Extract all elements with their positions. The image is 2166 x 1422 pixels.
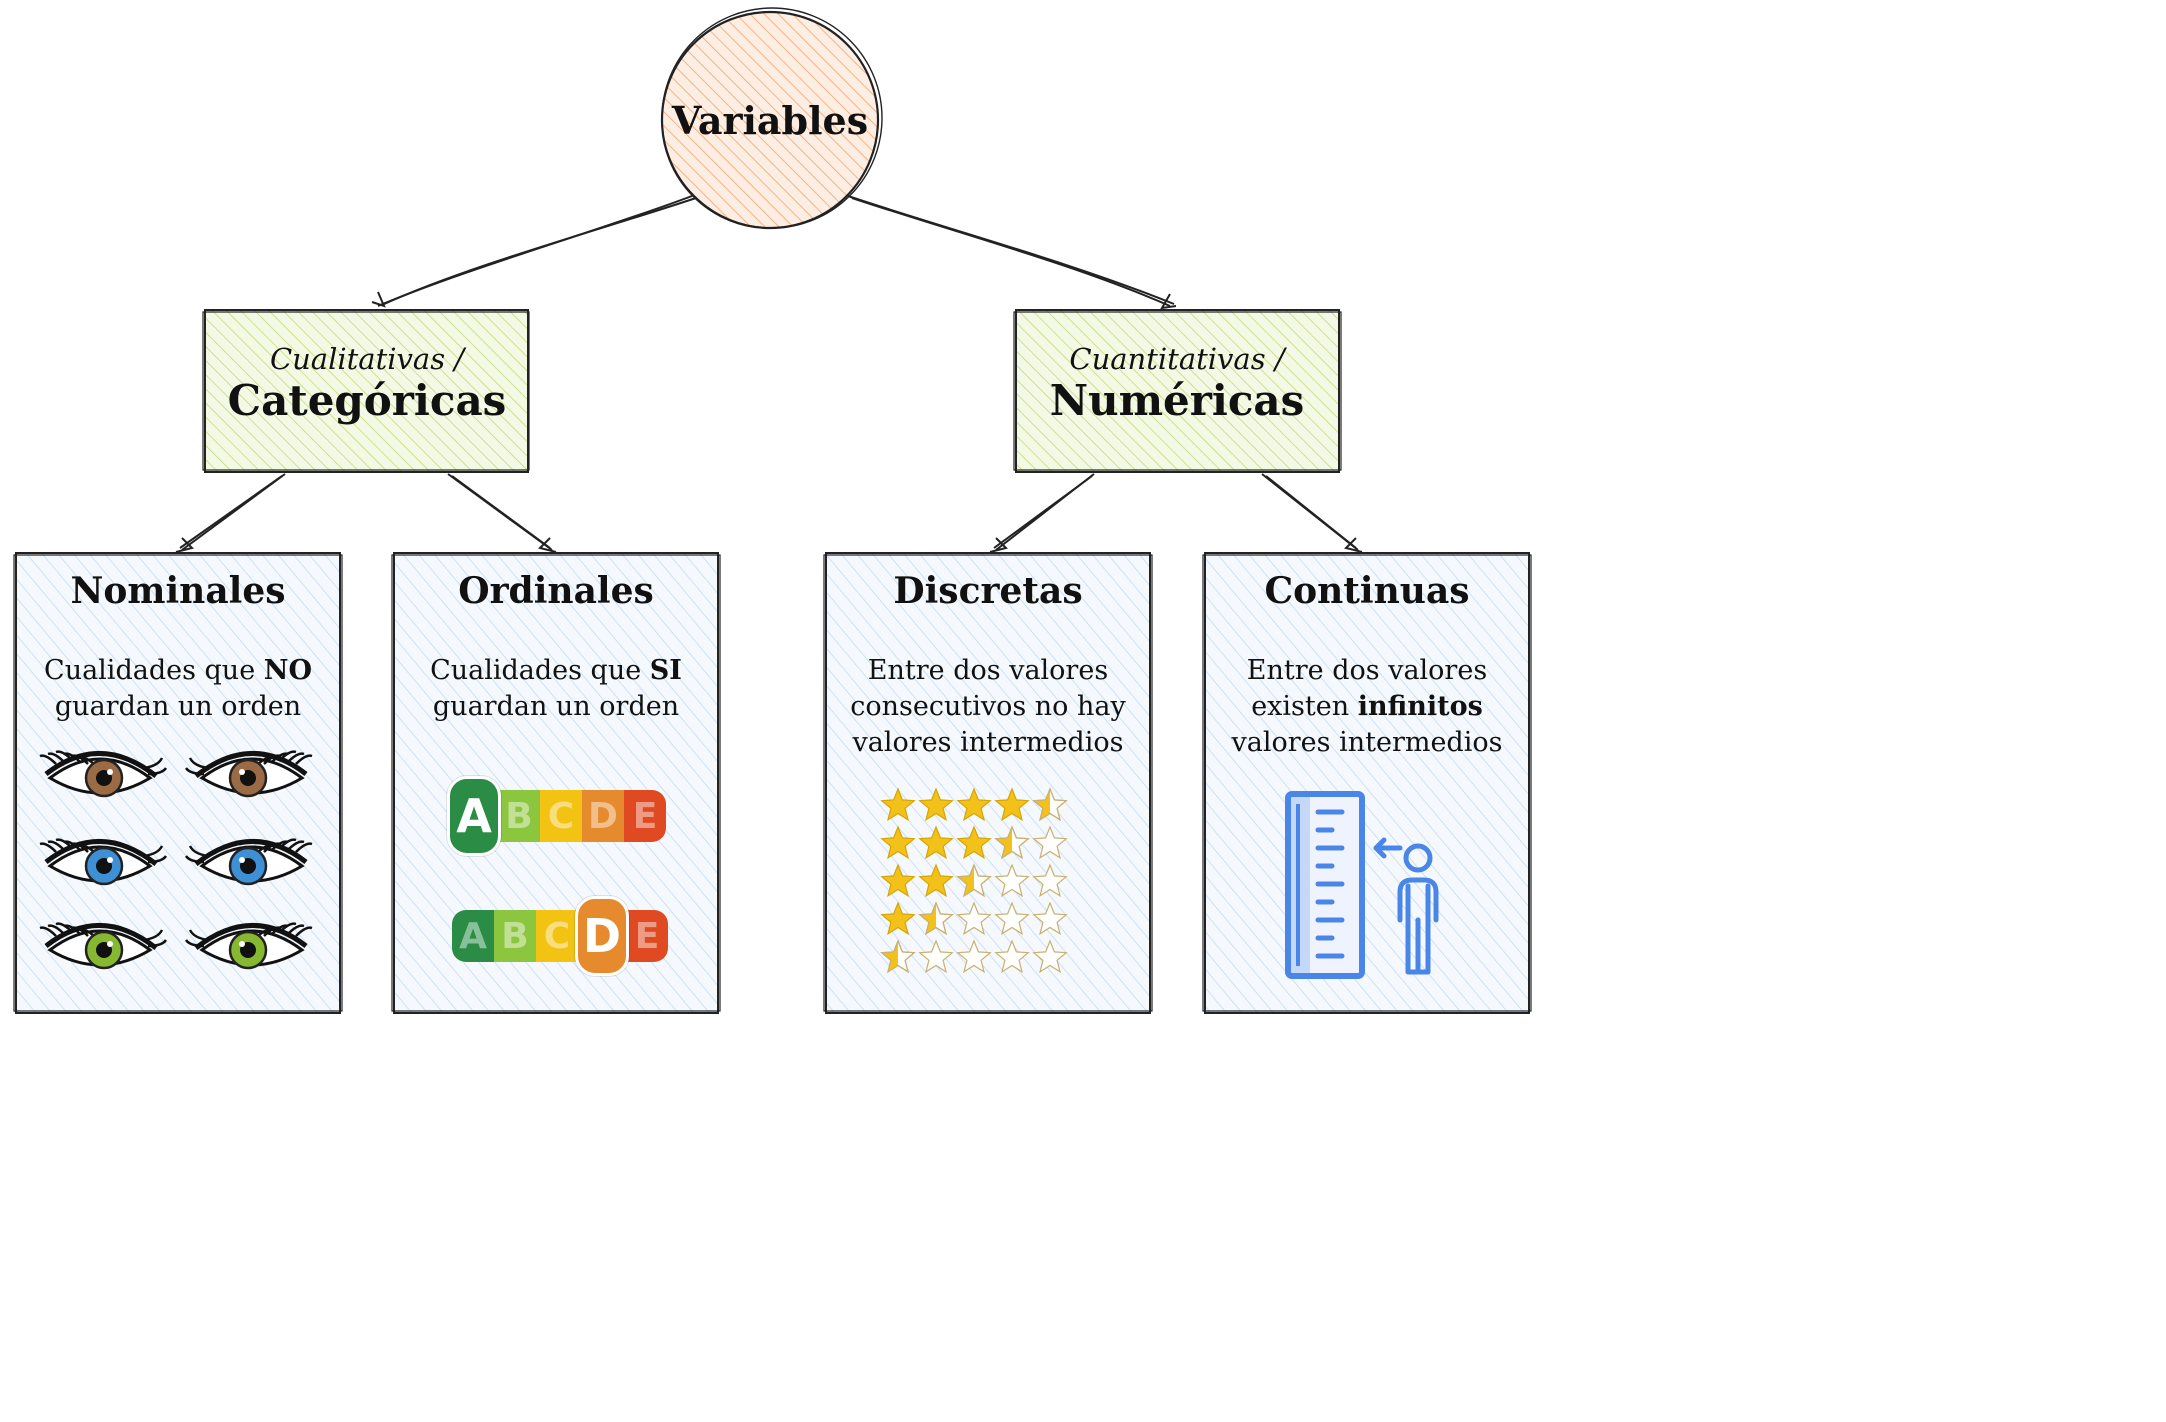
category-cualitativas-sub: Cualitativas / — [269, 342, 465, 376]
ordinales-desc-post: guardan un orden — [432, 691, 680, 722]
leaf-box-continuas — [1202, 552, 1532, 1014]
category-cualitativas-main: Categóricas — [227, 376, 507, 425]
star-rating-row — [880, 825, 1068, 860]
star-icon — [994, 863, 1030, 898]
category-box-cualitativas — [202, 309, 530, 473]
ordinales-desc-bold: SI — [649, 655, 682, 686]
category-box-cuantitativas — [1013, 309, 1342, 473]
discretas-desc-line3: valores intermedios — [852, 727, 1124, 758]
star-icon — [880, 787, 916, 822]
star-icon — [1032, 787, 1068, 822]
star-rating-row — [880, 787, 1068, 822]
category-cuantitativas: Cuantitativas / Numéricas — [1012, 342, 1342, 425]
nutriscore-letter-b: B — [494, 910, 536, 962]
leaf-title-continuas: Continuas — [1264, 570, 1470, 612]
star-rating-row — [880, 863, 1068, 898]
continuas-desc-line3: valores intermedios — [1231, 727, 1503, 758]
star-icon — [880, 863, 916, 898]
leaf-title-discretas: Discretas — [893, 570, 1083, 612]
star-icon — [956, 863, 992, 898]
eye-icon — [39, 838, 168, 886]
leaf-box-discretas — [823, 552, 1153, 1014]
star-icon — [994, 901, 1030, 936]
nutriscore-letter-a: A — [447, 776, 501, 856]
star-icon — [1032, 939, 1068, 974]
leaf-desc-continuas: Entre dos valores existen infinitos valo… — [1204, 653, 1530, 761]
nutriscore-letter-b: B — [498, 790, 540, 842]
eye-icon — [184, 922, 313, 970]
star-rating-row — [880, 901, 1068, 936]
nutriscore-letter-e: E — [626, 910, 668, 962]
diagram-canvas — [13, 7, 1532, 1014]
star-icon — [880, 825, 916, 860]
ordinales-desc-pre: Cualidades que — [430, 655, 650, 686]
category-cuantitativas-sub: Cuantitativas / — [1069, 342, 1285, 376]
category-cuantitativas-main: Numéricas — [1049, 376, 1305, 425]
category-cualitativas: Cualitativas / Categóricas — [202, 342, 532, 425]
star-icon — [994, 939, 1030, 974]
star-icon — [918, 787, 954, 822]
eyes-illustration — [39, 750, 313, 970]
nutriscore-letter-c: C — [540, 790, 582, 842]
continuas-desc-line2-pre: existen — [1251, 691, 1358, 722]
leaf-title-nominales: Nominales — [70, 570, 286, 612]
star-icon — [956, 787, 992, 822]
star-icon — [918, 825, 954, 860]
continuas-desc-line2-bold: infinitos — [1357, 691, 1483, 722]
star-rating-row — [880, 939, 1068, 974]
star-icon — [880, 939, 916, 974]
eye-icon — [39, 750, 168, 798]
leaf-desc-ordinales: Cualidades que SI guardan un orden — [393, 653, 719, 725]
star-icon — [918, 901, 954, 936]
root-label: Variables — [671, 98, 869, 143]
leaf-desc-nominales: Cualidades que NO guardan un orden — [15, 653, 341, 725]
nutriscore-letter-d: D — [582, 790, 624, 842]
star-icon — [918, 863, 954, 898]
nutriscore-letter-d: D — [575, 896, 629, 976]
nutriscore-letter-e: E — [624, 790, 666, 842]
nominales-desc-post: guardan un orden — [54, 691, 302, 722]
leaf-title-ordinales: Ordinales — [458, 570, 654, 612]
discretas-desc-line1: Entre dos valores — [867, 655, 1109, 686]
nominales-desc-bold: NO — [263, 655, 312, 686]
discretas-desc-line2: consecutivos no hay — [850, 691, 1126, 722]
star-icon — [918, 939, 954, 974]
continuas-desc-line1: Entre dos valores — [1246, 655, 1488, 686]
star-icon — [1032, 901, 1068, 936]
star-icon — [956, 825, 992, 860]
star-icon — [956, 901, 992, 936]
star-icon — [994, 787, 1030, 822]
ruler-person-icon — [1285, 791, 1439, 979]
eye-icon — [39, 922, 168, 970]
nutriscore-letter-c: C — [536, 910, 578, 962]
star-ratings-illustration — [880, 787, 1068, 974]
root-node — [660, 7, 883, 230]
edges — [175, 195, 1363, 553]
star-icon — [994, 825, 1030, 860]
nutriscore-letter-a: A — [452, 910, 494, 962]
nominales-desc-pre: Cualidades que — [44, 655, 264, 686]
eye-icon — [184, 838, 313, 886]
star-icon — [880, 901, 916, 936]
star-icon — [956, 939, 992, 974]
eye-icon — [184, 750, 313, 798]
star-icon — [1032, 825, 1068, 860]
leaf-desc-discretas: Entre dos valores consecutivos no hay va… — [825, 653, 1151, 761]
star-icon — [1032, 863, 1068, 898]
